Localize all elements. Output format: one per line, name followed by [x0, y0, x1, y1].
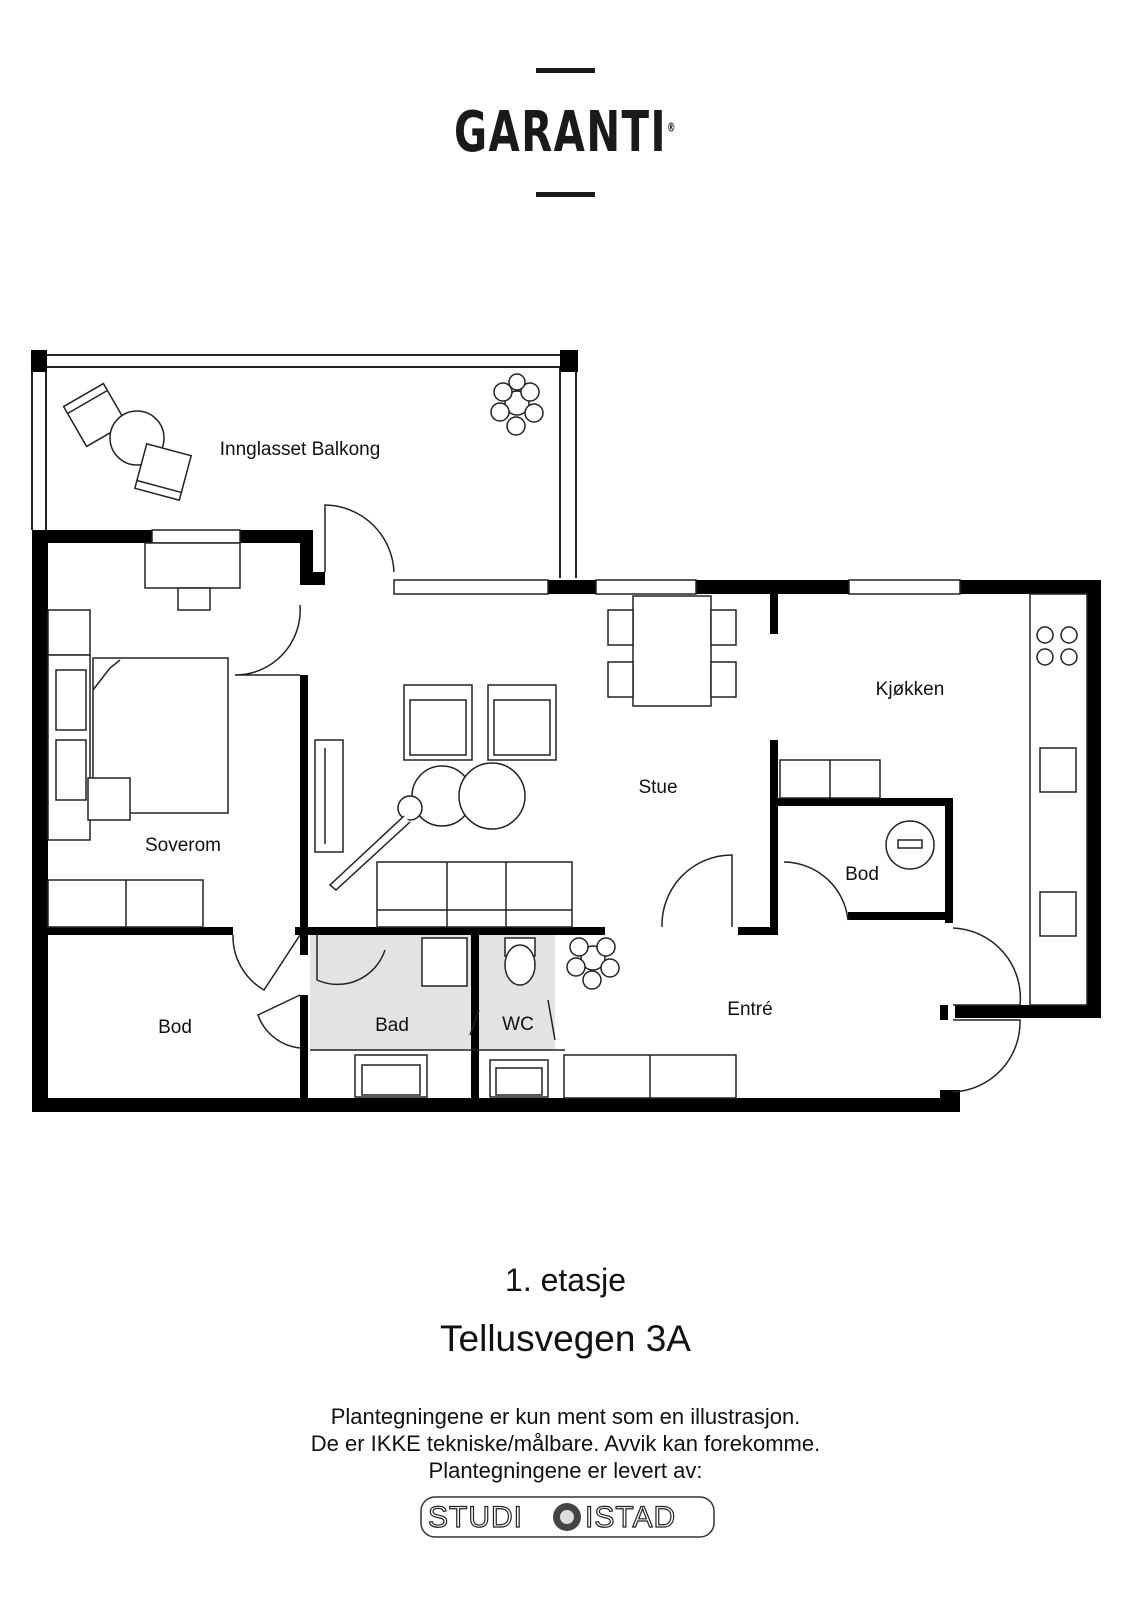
room-label-bathroom: Bad — [375, 1015, 409, 1036]
studio-istad-logo: STUDI ISTAD — [420, 1496, 715, 1538]
room-label-wc: WC — [502, 1014, 534, 1035]
balcony-corner-left — [31, 350, 47, 372]
disclaimer-line: Plantegningene er levert av: — [428, 1458, 703, 1483]
bedroom-furniture — [47, 542, 241, 928]
balcony-furniture — [62, 382, 193, 502]
plant-icon — [566, 937, 620, 990]
room-label-entry: Entré — [727, 999, 772, 1020]
disclaimer-line: De er IKKE tekniske/målbare. Avvik kan f… — [310, 1431, 821, 1456]
room-label-storage-large: Bod — [158, 1017, 192, 1038]
room-label-kitchen: Kjøkken — [876, 679, 945, 700]
balcony-frame — [31, 354, 578, 578]
wet-fixtures — [310, 937, 737, 1099]
windows — [151, 529, 961, 595]
floor-plan: Innglasset Balkong Soverom Stue Kjøkken … — [31, 350, 1101, 1112]
garanti-logo: GARANTI® — [0, 60, 1131, 210]
kitchen-counter — [779, 593, 1088, 1006]
disclaimer-line: Plantegningene er kun ment som en illust… — [330, 1404, 801, 1429]
balcony-corner-right — [560, 350, 578, 372]
walls — [32, 530, 1101, 1112]
room-label-living: Stue — [638, 777, 677, 798]
logo-bottom-bar — [536, 192, 595, 197]
address-label: Tellusvegen 3A — [440, 1318, 691, 1359]
wet-room-fill — [310, 935, 555, 1050]
studio-logo-part1: STUDI — [428, 1501, 523, 1534]
floor-label: 1. etasje — [505, 1262, 626, 1298]
studio-logo-part2: ISTAD — [585, 1501, 676, 1534]
logo-top-bar — [536, 68, 595, 73]
disclaimer: Plantegningene er kun ment som en illust… — [0, 1403, 1131, 1484]
room-label-bedroom: Soverom — [145, 835, 221, 856]
doors — [232, 504, 1022, 1093]
brand-name: GARANTI — [454, 100, 667, 165]
room-label-balcony: Innglasset Balkong — [220, 439, 381, 460]
logo-wordmark: GARANTI® — [158, 100, 972, 165]
registered-mark: ® — [666, 120, 677, 135]
room-label-storage-small: Bod — [845, 864, 879, 885]
plant-icon — [490, 373, 544, 436]
living-furniture — [314, 595, 737, 928]
